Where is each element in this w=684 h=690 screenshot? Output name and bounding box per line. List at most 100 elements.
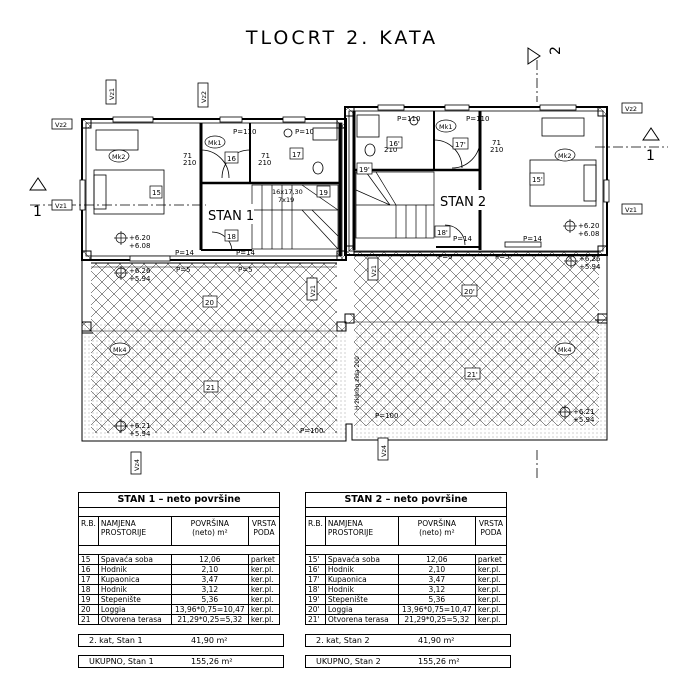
room-18p: 18' (437, 229, 448, 237)
dim-210-c: 210 (384, 146, 397, 154)
dim-210-b: 210 (258, 159, 271, 167)
stair-note-2: 7x19 (278, 196, 294, 204)
level-594-b: +5.94 (129, 430, 151, 438)
section-1-left: 1 (33, 204, 42, 220)
room-15: 15 (152, 189, 161, 197)
furniture (93, 114, 597, 251)
dim-p5-b: P=5 (238, 266, 253, 274)
table2-h-rb: R.B. (305, 516, 326, 546)
dim-210-d: 210 (490, 146, 503, 154)
dim-p100-a: P=100 (300, 427, 323, 435)
table2-total-value: 155,26 m² (418, 657, 460, 666)
dim-p110-c: P=110 (466, 115, 489, 123)
level-626-a: +6.26 (129, 267, 151, 275)
table1-h-area-2: (neto) m² (192, 528, 228, 537)
room-18: 18 (227, 233, 236, 241)
table2-sum-row: 2. kat, Stan 2 41,90 m² (305, 634, 511, 647)
table1-caption: STAN 1 – neto površine (78, 492, 280, 508)
dim-p14-c: P=14 (453, 235, 473, 243)
level-608-a: +6.08 (129, 242, 150, 250)
dim-p100-b: P=100 (375, 412, 398, 420)
level-594-c: +5.94 (579, 263, 601, 271)
room-19p: 19' (359, 166, 370, 174)
table1-h-floor-1: VRSTA (251, 519, 277, 528)
dim-71-d: 71 (492, 139, 501, 147)
table2-caption: STAN 2 – neto površine (305, 492, 507, 508)
dim-p5-a: P=5 (176, 266, 191, 274)
room-15p: 15' (532, 176, 543, 184)
dim-p5-c: P=5 (438, 253, 453, 261)
dim-p14-d: P=14 (523, 235, 543, 243)
table1-h-floor-2: PODA (253, 528, 275, 537)
room-20: 20 (205, 299, 214, 307)
staircase-right (355, 171, 435, 239)
room-number-boxes (149, 136, 545, 393)
tag-vz1-a: Vz1 (55, 202, 67, 210)
table2-sum-value: 41,90 m² (418, 636, 455, 645)
table2-total-label: UKUPNO, Stan 2 (316, 657, 381, 666)
tag-vz1-c: Vz1 (108, 88, 116, 100)
table2-total-row: UKUPNO, Stan 2 155,26 m² (305, 655, 511, 668)
room-20p: 20' (464, 288, 475, 296)
label-stan-1: STAN 1 (208, 209, 254, 224)
mark-mk1-a: Mk1 (208, 139, 222, 147)
tag-vz1-d: Vz1 (370, 265, 378, 277)
loggia-right-hatch (354, 252, 599, 426)
tag-vz2-c: Vz2 (200, 91, 208, 103)
level-626-b: +6.26 (579, 255, 601, 263)
level-621-a: +6.21 (129, 422, 150, 430)
table1-total-value: 155,26 m² (191, 657, 233, 666)
room-21p: 21' (467, 371, 478, 379)
tag-vz2-a: Vz2 (55, 121, 67, 129)
dim-p110-a: P=110 (233, 128, 256, 136)
tag-boxes (51, 79, 643, 475)
section-lines (30, 60, 668, 480)
table1-h-rb: R.B. (78, 516, 99, 546)
dim-p14-b: P=14 (236, 249, 256, 257)
level-markers (114, 219, 578, 433)
mark-mk2-a: Mk2 (112, 153, 126, 161)
mark-mk2-b: Mk2 (558, 152, 572, 160)
label-stan-2: STAN 2 (440, 195, 486, 210)
table1-total-label: UKUPNO, Stan 1 (89, 657, 154, 666)
windows (79, 104, 610, 262)
parapet-note: H zidnog zida 200 (354, 356, 361, 410)
level-621-b: +6.21 (573, 408, 594, 416)
dim-p14-a: P=14 (175, 249, 195, 257)
drawing-title: TLOCRT 2. KATA (245, 27, 439, 49)
section-2-top: 2 (548, 46, 564, 55)
floor-plan-drawing: 71 210 71 210 71 210 71 210 P=110 P=10 P… (29, 46, 668, 480)
room-19: 19 (319, 189, 328, 197)
dim-p5-d: P=5 (495, 253, 510, 261)
dim-p10: P=10 (295, 128, 314, 136)
level-594-d: +5.94 (573, 416, 595, 424)
table2-h-floor-2: PODA (480, 528, 502, 537)
table2-h-area-2: (neto) m² (419, 528, 455, 537)
table2-h-name-2: PROSTORIJE (327, 528, 374, 537)
table1-sum-value: 41,90 m² (191, 636, 228, 645)
tag-vz4-b: Vz4 (380, 445, 388, 457)
room-21: 21 (206, 384, 215, 392)
dim-71-b: 71 (261, 152, 270, 160)
room-17p: 17' (455, 141, 466, 149)
table2-h-area-1: POVRŠINA (417, 519, 457, 528)
room-16p: 16' (389, 140, 400, 148)
level-620-b: +6.20 (578, 222, 599, 230)
loggia-left-hatch (91, 263, 337, 433)
